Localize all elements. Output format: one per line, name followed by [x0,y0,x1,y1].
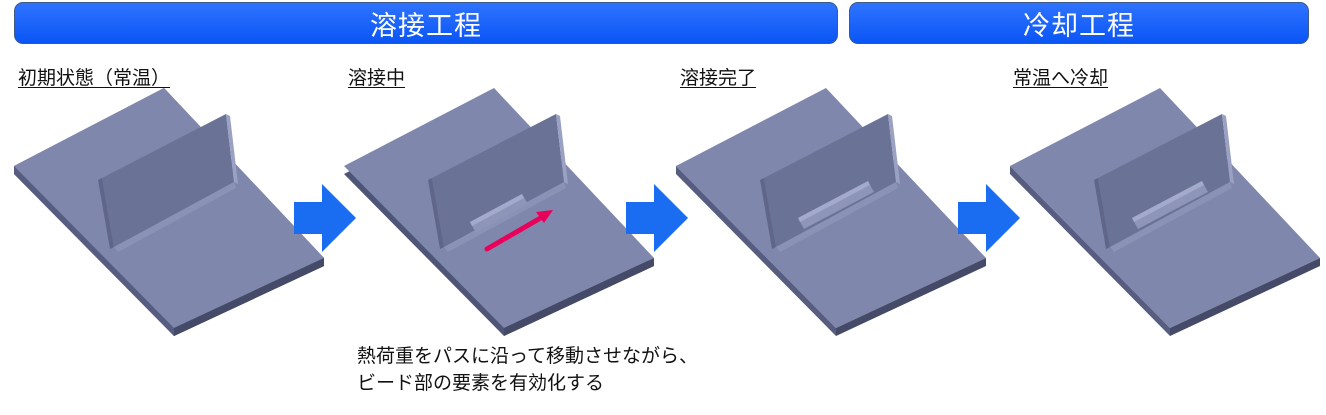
caption-line-2: ビード部の要素を有効化する [357,372,605,394]
model-initial-state [14,88,324,336]
step-label-welding: 溶接中 [348,67,406,89]
welding-process-banner: 溶接工程 [14,2,838,44]
model-weld-complete [676,88,986,336]
model-welding [344,88,654,336]
bead-full [798,181,874,229]
welding-caption: 熱荷重をパスに沿って移動させながら、 ビード部の要素を有効化する [357,343,698,397]
caption-line-1: 熱荷重をパスに沿って移動させながら、 [357,345,699,367]
cooling-process-title: 冷却工程 [1023,10,1135,42]
flow-arrow-1 [294,184,356,252]
step-label-weld-complete: 溶接完了 [680,67,757,89]
flow-arrow-2 [626,184,688,252]
step-label-cooling: 常温へ冷却 [1013,67,1109,89]
bead-partial [470,194,528,233]
step-label-initial: 初期状態（常温） [18,67,171,89]
model-cooled [1010,88,1320,336]
flow-arrow-3 [958,184,1020,252]
cooling-process-banner: 冷却工程 [849,2,1309,44]
welding-process-title: 溶接工程 [370,10,482,42]
weld-path-arrow [484,213,547,252]
bead-cooled [1132,181,1208,229]
